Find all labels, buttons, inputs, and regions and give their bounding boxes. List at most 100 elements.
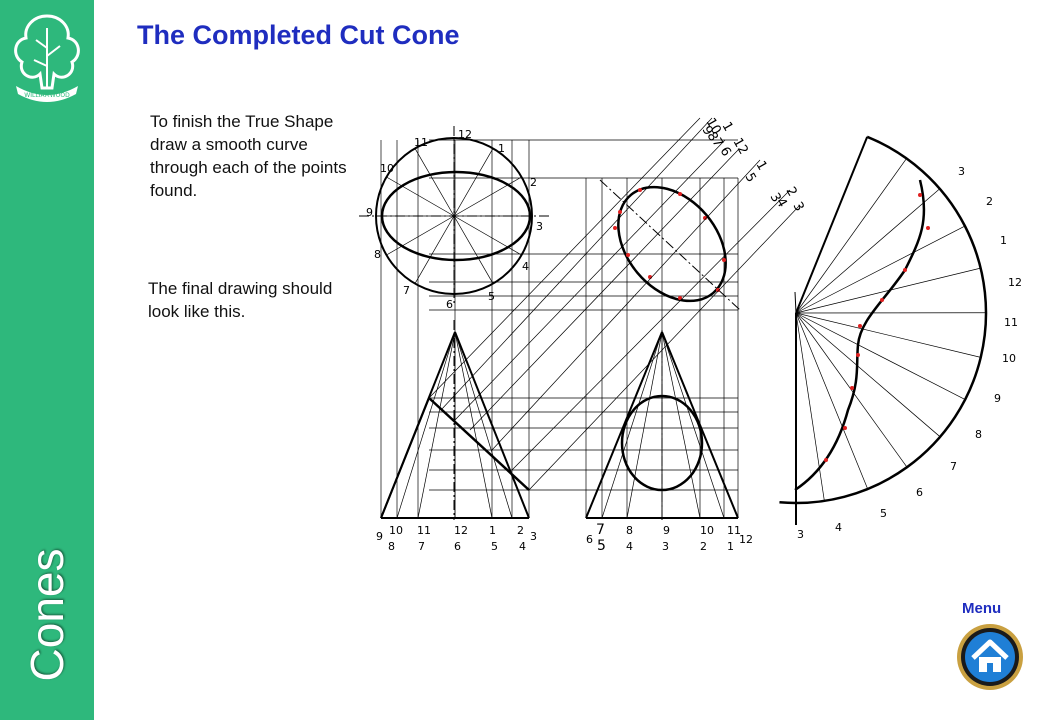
plan-label: 6: [446, 298, 453, 311]
development-arc: [779, 135, 988, 505]
inclined-projector: [491, 159, 761, 451]
base-label: 4: [519, 540, 526, 553]
section-point: [703, 216, 707, 220]
sidebar: WILLIAMWOOD Cones: [0, 0, 94, 720]
base-label: 10: [389, 524, 403, 537]
projector-label: 5: [742, 171, 759, 186]
development-label: 6: [916, 486, 923, 499]
development-point: [903, 268, 907, 272]
plan-generator: [386, 215, 455, 256]
base-label: 4: [626, 540, 633, 553]
base-label: 7: [418, 540, 425, 553]
section-point: [613, 226, 617, 230]
base-label: 1: [727, 540, 734, 553]
development-label: 10: [1002, 352, 1016, 365]
base-label: 10: [700, 524, 714, 537]
development-label: 11: [1004, 316, 1018, 329]
elevation-generator: [417, 331, 456, 519]
base-label: 8: [388, 540, 395, 553]
plan-generator: [453, 215, 494, 284]
base-label: 9: [663, 524, 670, 537]
plan-label: 7: [403, 284, 410, 297]
development-generator: [795, 312, 825, 501]
section-point: [716, 288, 720, 292]
development-label: 7: [950, 460, 957, 473]
base-label: 2: [517, 524, 524, 537]
base-label: 3: [662, 540, 669, 553]
base-label: 5: [597, 538, 606, 554]
plan-generator: [386, 176, 455, 217]
inclined-projector: [440, 117, 713, 411]
base-label: 11: [727, 524, 741, 537]
menu-label[interactable]: Menu: [962, 600, 1002, 617]
inclined-projector: [428, 117, 701, 399]
base-label: 12: [739, 533, 753, 546]
school-logo: WILLIAMWOOD: [14, 14, 80, 102]
plan-label: 11: [414, 136, 428, 149]
svg-text:WILLIAMWOOD: WILLIAMWOOD: [24, 92, 70, 99]
final-note: The final drawing should look like this.: [148, 279, 333, 321]
development-generator: [795, 225, 966, 314]
development-label: 3: [797, 528, 804, 541]
base-label: 9: [376, 530, 383, 543]
base-label: 5: [491, 540, 498, 553]
elevation-generator: [626, 331, 663, 519]
section-point: [678, 192, 682, 196]
development-generator: [795, 312, 981, 358]
inclined-projector: [469, 149, 739, 431]
base-label: 11: [417, 524, 431, 537]
development-point: [926, 226, 930, 230]
elevation-generator: [396, 331, 456, 519]
section-point: [678, 296, 682, 300]
section-point: [722, 258, 726, 262]
section-point: [638, 188, 642, 192]
ellipse-axis: [599, 179, 741, 311]
development-generator: [795, 312, 869, 490]
instruction-text: To finish the True Shape draw a smooth c…: [150, 112, 347, 200]
development-label: 4: [835, 521, 842, 534]
development-point: [918, 193, 922, 197]
development-point: [858, 324, 862, 328]
plan-label: 5: [488, 290, 495, 303]
plan-label: 4: [522, 260, 529, 273]
base-label: 1: [489, 524, 496, 537]
development-point: [843, 426, 847, 430]
home-button[interactable]: [955, 622, 1025, 692]
inclined-projector: [528, 204, 801, 491]
base-label: 8: [626, 524, 633, 537]
development-point: [856, 353, 860, 357]
development-generator: [795, 188, 940, 314]
development-generator: [795, 158, 907, 314]
development-point: [880, 298, 884, 302]
projector-label: 1: [719, 120, 736, 135]
development-label: 2: [986, 195, 993, 208]
plan-label: 9: [366, 206, 373, 219]
development-point: [850, 386, 854, 390]
section-point: [618, 210, 622, 214]
elevation-generator: [454, 331, 513, 519]
inclined-projector: [511, 189, 791, 471]
development-label: 1: [1000, 234, 1007, 247]
plan-generator: [453, 176, 522, 217]
base-label: 6: [454, 540, 461, 553]
cone-outline: [380, 397, 430, 519]
development-generator: [795, 312, 941, 438]
base-label: 6: [586, 533, 593, 546]
development-label: 8: [975, 428, 982, 441]
development-generator: [795, 312, 966, 400]
development-point: [824, 458, 828, 462]
development-true-curve: [794, 179, 926, 492]
elevation-generator: [661, 331, 725, 519]
base-label: 2: [700, 540, 707, 553]
plan-generator: [453, 215, 522, 256]
plan-label: 3: [536, 220, 543, 233]
development-generator: [795, 312, 908, 468]
elevation-generator: [601, 331, 663, 519]
home-icon: [971, 639, 1009, 672]
development-edge: [795, 136, 869, 314]
development-edge: [794, 291, 797, 314]
plan-label: 8: [374, 248, 381, 261]
section-point: [626, 253, 630, 257]
inclined-projector: [454, 139, 726, 421]
